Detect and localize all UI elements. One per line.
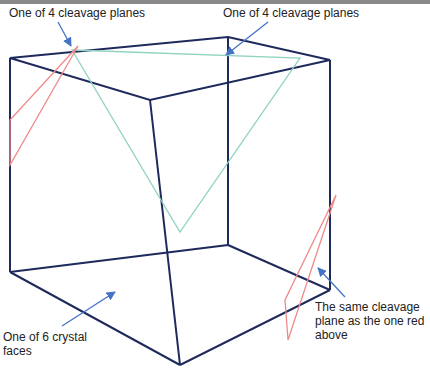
cleavage-plane-green xyxy=(72,50,300,232)
callout-label: One of 6 crystal faces xyxy=(2,330,92,358)
cleavage-plane-red xyxy=(10,46,78,165)
cube-edges xyxy=(10,37,330,365)
callout-label: The same cleavage plane as the one red a… xyxy=(314,300,428,342)
photo-strip xyxy=(0,0,430,4)
leader-arrows xyxy=(58,22,345,326)
callout-label: One of 4 cleavage planes xyxy=(8,6,146,20)
callout-label: One of 4 cleavage planes xyxy=(222,6,360,20)
